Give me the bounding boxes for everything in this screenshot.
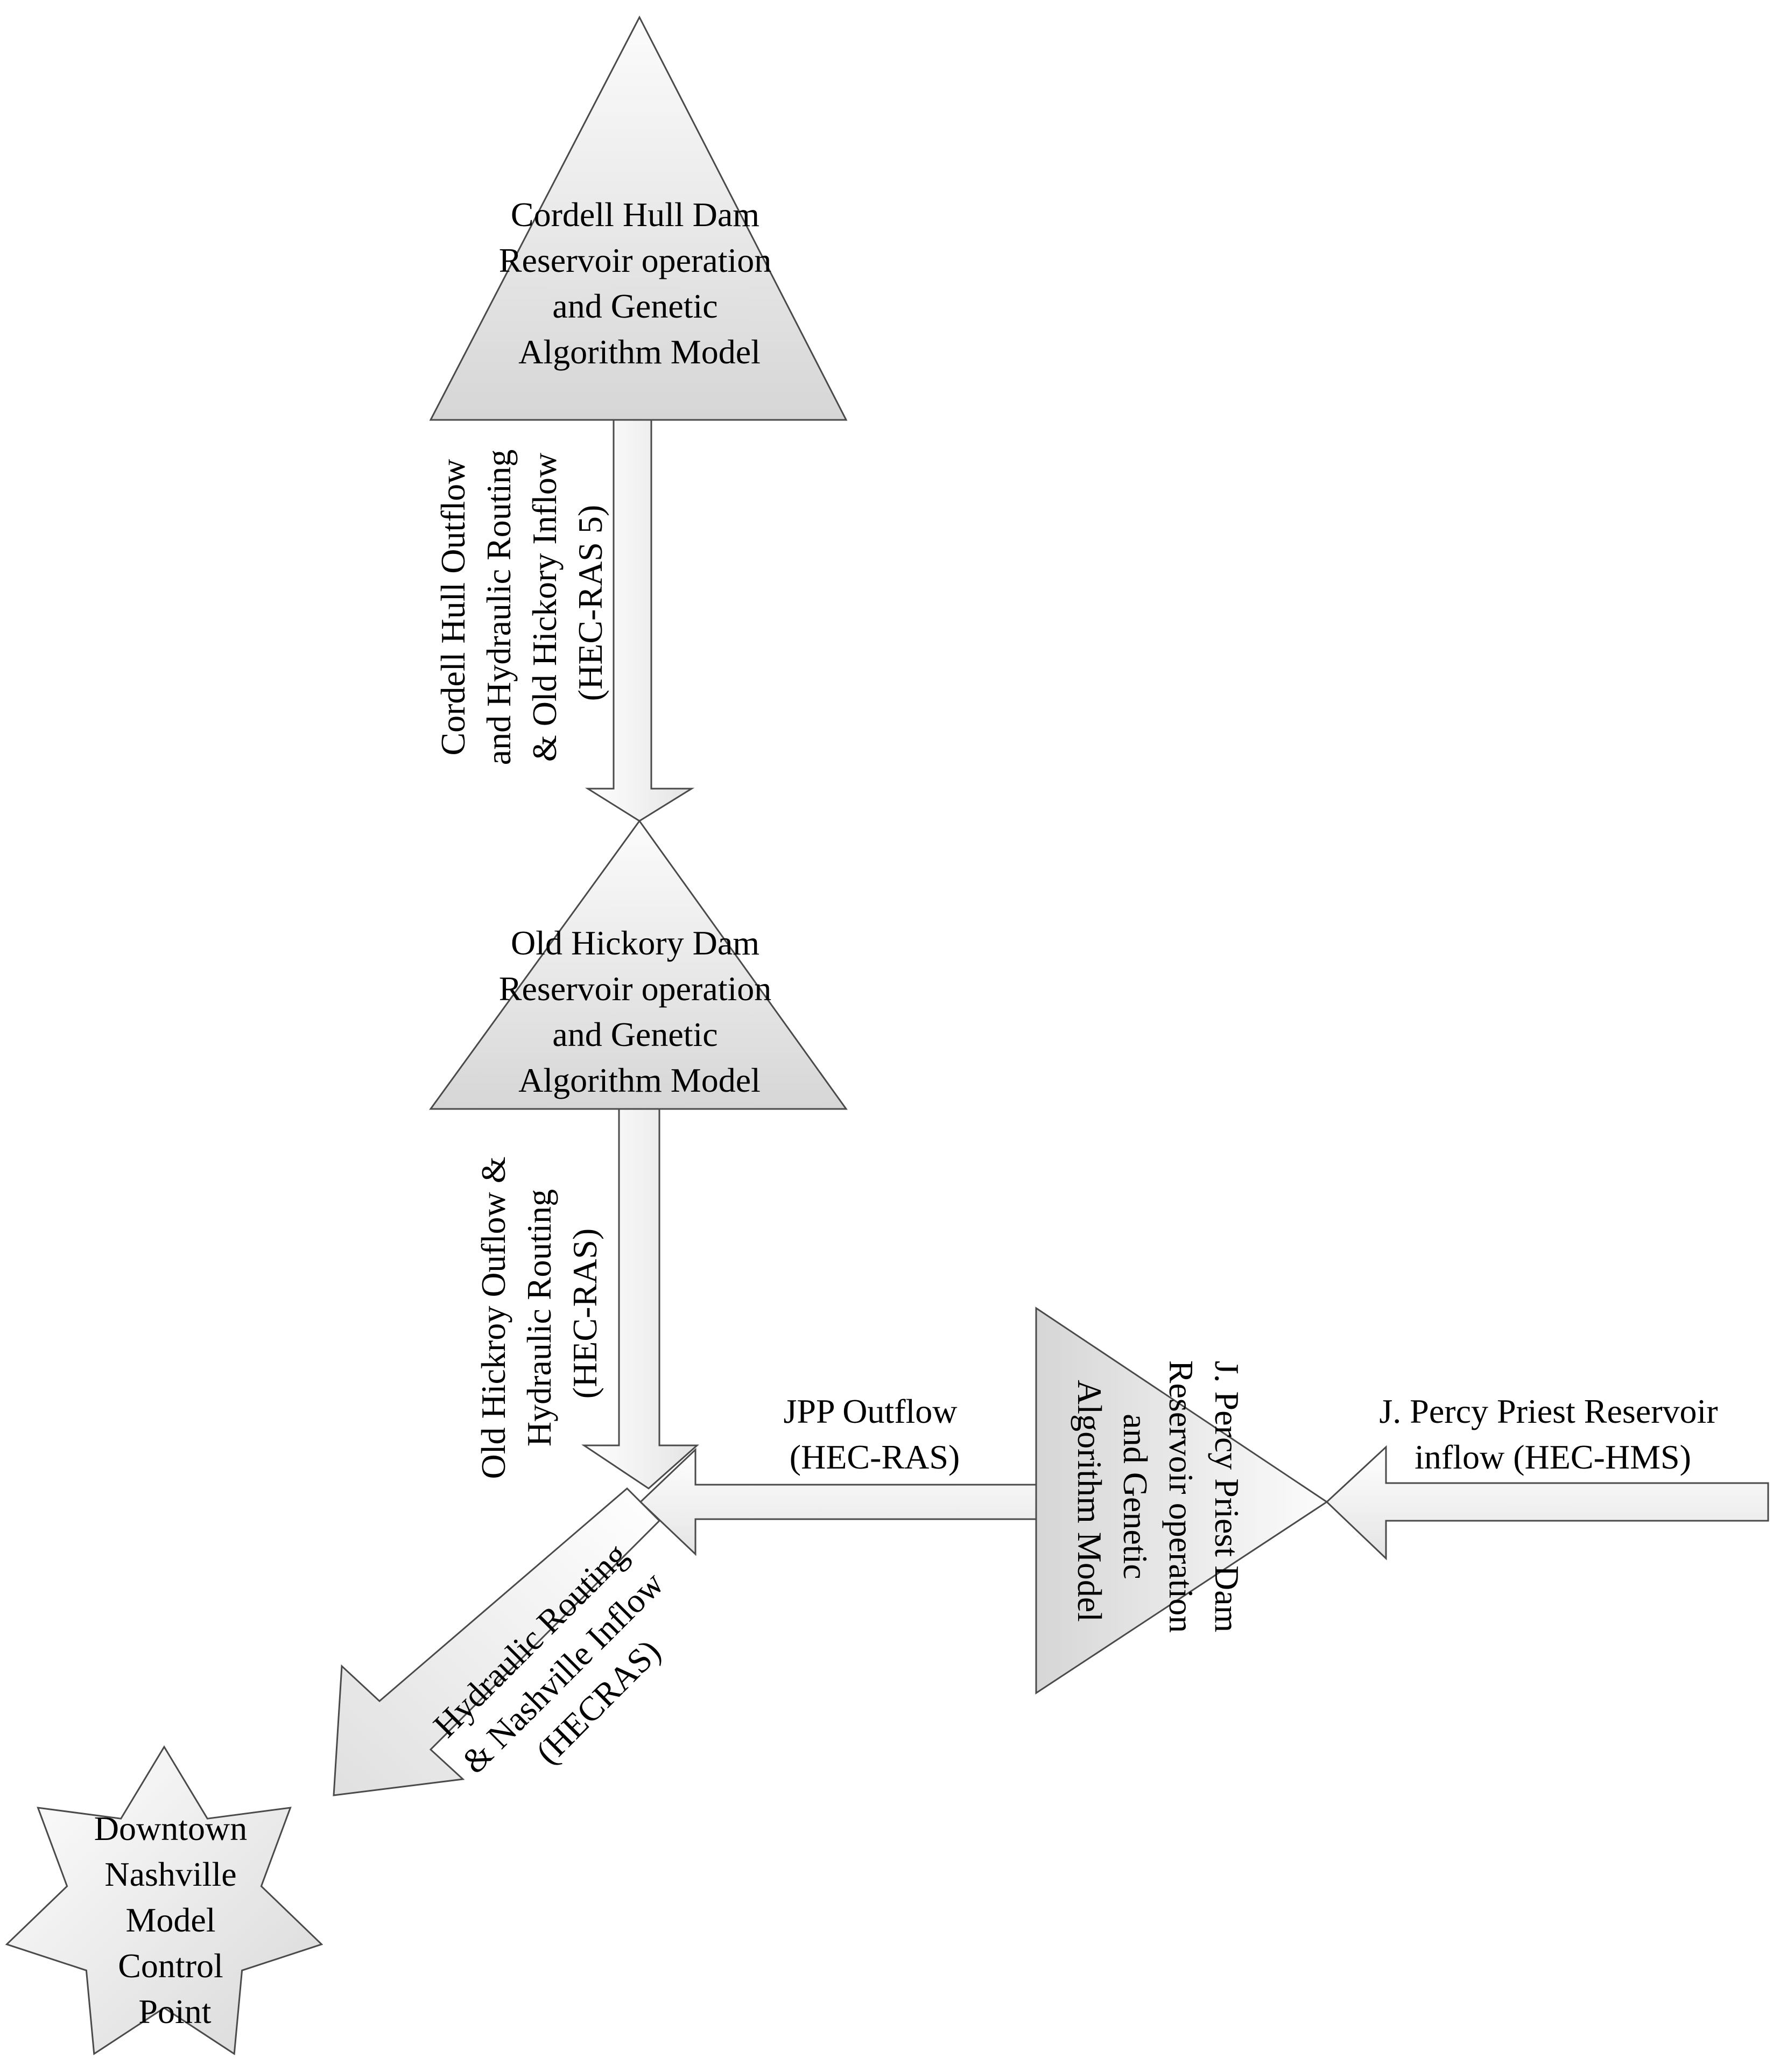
jpp-label-line: and Genetic xyxy=(1116,1414,1155,1579)
cordell-hull-label: Cordell Hull Dam Reservoir operation and… xyxy=(499,195,780,371)
jpp-inflow-label-line: inflow (HEC-HMS) xyxy=(1415,1438,1691,1476)
downtown-label-line: Point xyxy=(138,1992,211,2031)
cordell-to-hickory-label-line: & Old Hickory Inflow xyxy=(525,453,564,762)
jpp-inflow-arrow xyxy=(1325,1445,1769,1561)
downtown-label-line: Control xyxy=(118,1947,223,1985)
cordell-to-hickory-label-line: (HEC-RAS 5) xyxy=(571,505,609,701)
hickory-outflow-arrow xyxy=(581,1108,699,1490)
jpp-outflow-label: JPP Outflow (HEC-RAS) xyxy=(783,1392,966,1476)
old-hickory-label-line: Old Hickory Dam xyxy=(511,924,759,962)
nashville-inflow-arrow xyxy=(333,1487,661,1796)
downtown-label-line: Model xyxy=(125,1901,215,1939)
cordell-hull-label-line: Cordell Hull Dam xyxy=(511,195,759,234)
old-hickory-label-line: Algorithm Model xyxy=(518,1061,761,1099)
old-hickory-label-line: and Genetic xyxy=(552,1015,717,1053)
jpp-label-line: Algorithm Model xyxy=(1071,1380,1109,1622)
cordell-to-hickory-arrow xyxy=(585,419,695,822)
cordell-to-hickory-label-line: and Hydraulic Routing xyxy=(480,449,518,765)
hickory-outflow-label-line: Old Hickroy Ouflow & xyxy=(474,1156,512,1479)
cordell-to-hickory-label-line: Cordell Hull Outflow xyxy=(434,459,472,755)
downtown-label-line: Nashville xyxy=(104,1855,236,1893)
cordell-hull-label-line: Algorithm Model xyxy=(518,333,761,371)
jpp-dam-node xyxy=(1035,1307,1328,1695)
old-hickory-dam-node xyxy=(429,819,848,1110)
jpp-label-line: J. Percy Priest Dam xyxy=(1208,1361,1246,1633)
downtown-label: Downtown Nashville Model Control Point xyxy=(94,1809,256,2031)
cordell-hull-dam-node xyxy=(429,15,848,421)
downtown-nashville-node xyxy=(5,1745,323,2055)
jpp-outflow-arrow xyxy=(639,1448,1037,1556)
old-hickory-label: Old Hickory Dam Reservoir operation and … xyxy=(499,924,780,1099)
cordell-to-hickory-label: Cordell Hull Outflow and Hydraulic Routi… xyxy=(434,441,609,765)
hickory-outflow-label-line: (HEC-RAS) xyxy=(566,1228,604,1399)
downtown-label-line: Downtown xyxy=(94,1809,247,1848)
jpp-outflow-label-line: JPP Outflow xyxy=(783,1392,957,1430)
jpp-inflow-label-line: J. Percy Priest Reservoir xyxy=(1379,1392,1718,1430)
hickory-outflow-label-line: Hydraulic Routing xyxy=(520,1189,558,1446)
hickory-outflow-label: Old Hickroy Ouflow & Hydraulic Routing (… xyxy=(474,1148,604,1479)
jpp-inflow-label: J. Percy Priest Reservoir inflow (HEC-HM… xyxy=(1379,1392,1726,1476)
cordell-hull-label-line: Reservoir operation xyxy=(499,241,772,279)
jpp-label: J. Percy Priest Dam Reservoir operation … xyxy=(1071,1360,1246,1642)
jpp-label-line: Reservoir operation xyxy=(1162,1360,1200,1633)
old-hickory-label-line: Reservoir operation xyxy=(499,970,772,1008)
cordell-hull-label-line: and Genetic xyxy=(552,287,717,325)
jpp-outflow-label-line: (HEC-RAS) xyxy=(790,1438,960,1476)
